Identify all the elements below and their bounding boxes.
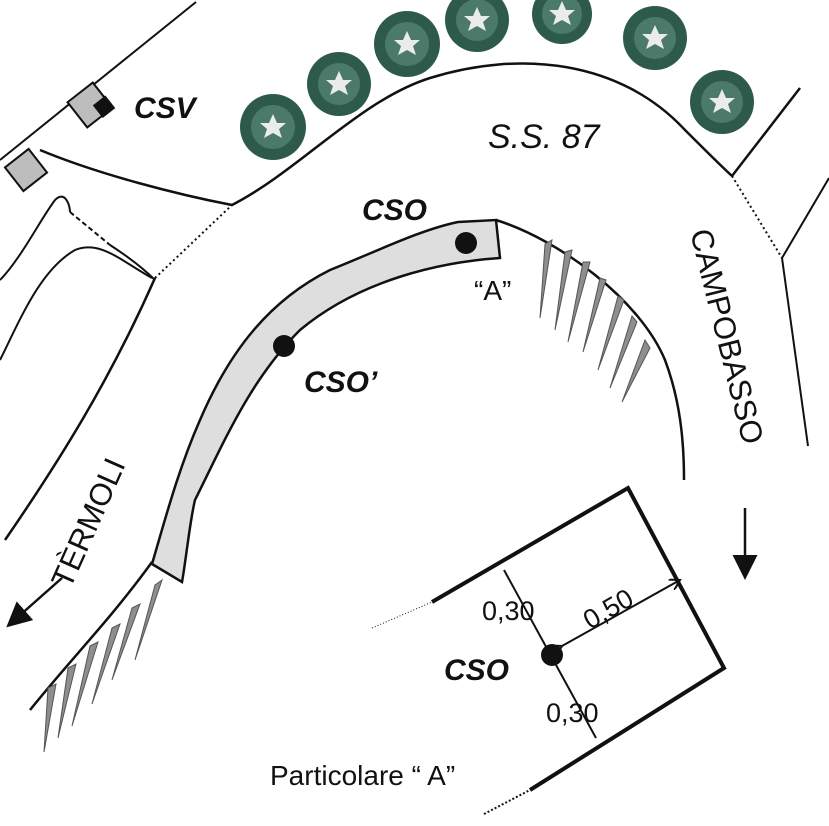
slope-hatching-lower bbox=[43, 578, 163, 753]
label-road: S.S. 87 bbox=[488, 118, 601, 156]
detail-panel bbox=[371, 485, 727, 815]
label-campobasso: CAMPOBASSO bbox=[683, 225, 770, 447]
label-detail-title: Particolare “ A” bbox=[270, 760, 455, 791]
trees bbox=[240, 0, 754, 160]
tree-icon bbox=[307, 52, 371, 116]
side-road-2 bbox=[69, 211, 111, 246]
road-edge-upper bbox=[39, 62, 733, 207]
label-detail-cso: CSO bbox=[444, 654, 509, 687]
tree-icon bbox=[532, 0, 592, 44]
service-line bbox=[0, 1, 197, 161]
slope-hatching-upper bbox=[539, 239, 651, 403]
right-road-a bbox=[781, 177, 829, 259]
tree-icon bbox=[240, 94, 306, 160]
side-road-1 bbox=[0, 195, 71, 281]
label-termoli: TÈRMOLI bbox=[44, 453, 132, 593]
road-end-dotted-left bbox=[154, 204, 233, 279]
label-csv: CSV bbox=[134, 92, 199, 125]
tree-icon bbox=[374, 11, 440, 77]
sensor-dot-icon bbox=[541, 644, 563, 666]
road-edge-lower-left bbox=[29, 561, 154, 711]
road-edge-outer-right bbox=[495, 218, 686, 481]
side-road-3 bbox=[0, 246, 153, 361]
tree-icon bbox=[445, 0, 509, 52]
sensor-dot-icon bbox=[273, 335, 295, 357]
junction-box-icon bbox=[66, 81, 116, 129]
right-road-b bbox=[781, 257, 809, 447]
label-dim-bottom: 0,30 bbox=[546, 698, 599, 728]
label-dim-right: 0,50 bbox=[578, 583, 639, 635]
tree-icon bbox=[623, 6, 687, 70]
arrow-termoli bbox=[6, 577, 63, 628]
label-point-a: “A” bbox=[474, 275, 511, 306]
side-road-4 bbox=[109, 244, 156, 281]
sensor-dot-icon bbox=[455, 232, 477, 254]
label-dim-top: 0,30 bbox=[482, 596, 535, 626]
road-edge-upper-right bbox=[731, 87, 801, 177]
road-edge-inner bbox=[3, 277, 157, 541]
label-cso-prime: CSO’ bbox=[304, 366, 378, 399]
road-end-dotted-right bbox=[731, 175, 783, 259]
shoulder-strip bbox=[150, 218, 502, 585]
junction-box-icon bbox=[3, 147, 49, 193]
label-cso-top: CSO bbox=[362, 194, 427, 227]
tree-icon bbox=[690, 70, 754, 134]
